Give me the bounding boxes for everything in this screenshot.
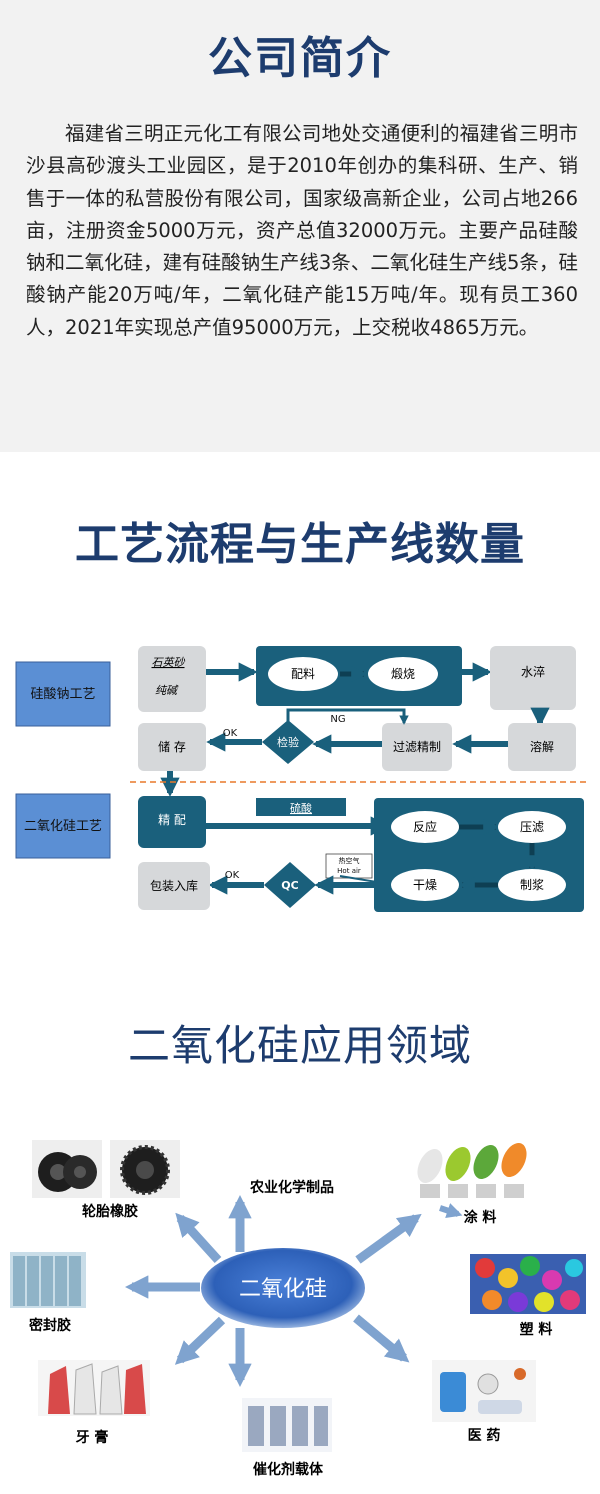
dissolve-label: 溶解 — [530, 739, 554, 754]
ok-label-2: OK — [225, 870, 240, 881]
press-label: 压滤 — [520, 820, 544, 834]
storage-label: 储 存 — [158, 739, 186, 754]
quench-label: 水淬 — [521, 664, 545, 679]
inspect-label: 检验 — [277, 735, 299, 749]
center-node — [201, 1248, 365, 1328]
slurry-label: 制浆 — [520, 877, 544, 892]
catalyst-label: 催化剂载体 — [253, 1461, 324, 1478]
flow-title: 工艺流程与生产线数量 — [75, 519, 525, 570]
arrow-to-paint-tip — [439, 1203, 463, 1218]
intro-section: 公司简介 福建省三明正元化工有限公司地处交通便利的福建省三明市沙县高砂渡头工业园… — [0, 0, 600, 452]
pack-label: 包装入库 — [150, 878, 198, 893]
acid-tag — [256, 798, 346, 816]
applications-title: 二氧化硅应用领域 — [127, 1021, 472, 1070]
agro-label: 农业化学制品 — [249, 1179, 334, 1196]
plastic-image — [470, 1254, 586, 1314]
paint-label: 涂 料 — [464, 1209, 497, 1226]
center-label: 二氧化硅 — [239, 1277, 327, 1302]
quench-box — [490, 646, 576, 710]
react-node — [391, 811, 459, 843]
tire-image — [32, 1140, 180, 1198]
raw-material-box — [138, 646, 206, 712]
calcine-node — [368, 657, 438, 691]
hot-air-en: Hot air — [337, 867, 361, 875]
acid-label: 硫酸 — [290, 801, 312, 815]
plastic-label: 塑 料 — [520, 1321, 553, 1338]
sodium-process-box — [15, 661, 111, 727]
inspect-diamond — [262, 720, 314, 764]
dissolve-box — [508, 723, 576, 771]
sealant-label: 密封胶 — [28, 1317, 71, 1334]
sealant-image — [10, 1252, 86, 1308]
ok-label-1: OK — [223, 728, 238, 739]
raw-soda-label: 纯碱 — [155, 684, 179, 697]
calcine-label: 煅烧 — [391, 666, 415, 681]
applications-diagram: 二氧化硅 — [10, 1140, 586, 1478]
intro-paragraph: 福建省三明正元化工有限公司地处交通便利的福建省三明市沙县高砂渡头工业园区，是于2… — [26, 122, 578, 339]
qc-diamond — [264, 862, 316, 908]
intro-title: 公司简介 — [208, 33, 392, 84]
filter-label: 过滤精制 — [393, 740, 441, 754]
dry-label: 干燥 — [413, 878, 437, 892]
ng-label: NG — [330, 714, 345, 725]
medicine-image — [432, 1360, 536, 1422]
slurry-node — [498, 869, 566, 901]
hot-air-cn: 热空气 — [339, 856, 360, 865]
arrow-to-paint — [355, 1213, 422, 1264]
refine-label: 精 配 — [158, 813, 186, 827]
medicine-label: 医 药 — [468, 1427, 501, 1444]
press-node — [498, 811, 566, 843]
refine-box — [138, 796, 206, 848]
toothpaste-label: 牙 膏 — [76, 1429, 109, 1446]
process-flow-diagram: 硅酸钠工艺 二氧化硅工艺 石英砂 纯碱 配料 煅烧 水淬 溶解 过滤精制 检验 … — [15, 646, 590, 912]
dry-node — [391, 869, 459, 901]
silica-process-label: 二氧化硅工艺 — [24, 819, 102, 834]
arrow-to-medicine — [353, 1314, 410, 1363]
batching-node — [268, 657, 338, 691]
qc-label: QC — [281, 879, 298, 892]
raw-quartz-label: 石英砂 — [152, 656, 186, 669]
batching-label: 配料 — [291, 667, 315, 681]
ng-return-arrow — [286, 708, 409, 725]
paint-image — [417, 1143, 527, 1198]
toothpaste-image — [38, 1360, 150, 1416]
arrow-to-tire — [175, 1212, 222, 1264]
storage-box — [138, 723, 206, 771]
pack-box — [138, 862, 210, 910]
tire-label: 轮胎橡胶 — [82, 1203, 138, 1220]
catalyst-image — [242, 1398, 332, 1452]
silica-process-box — [15, 793, 111, 859]
react-label: 反应 — [413, 819, 437, 834]
arrow-to-toothpaste — [174, 1316, 226, 1365]
sodium-process-label: 硅酸钠工艺 — [30, 687, 95, 702]
filter-box — [382, 723, 452, 771]
